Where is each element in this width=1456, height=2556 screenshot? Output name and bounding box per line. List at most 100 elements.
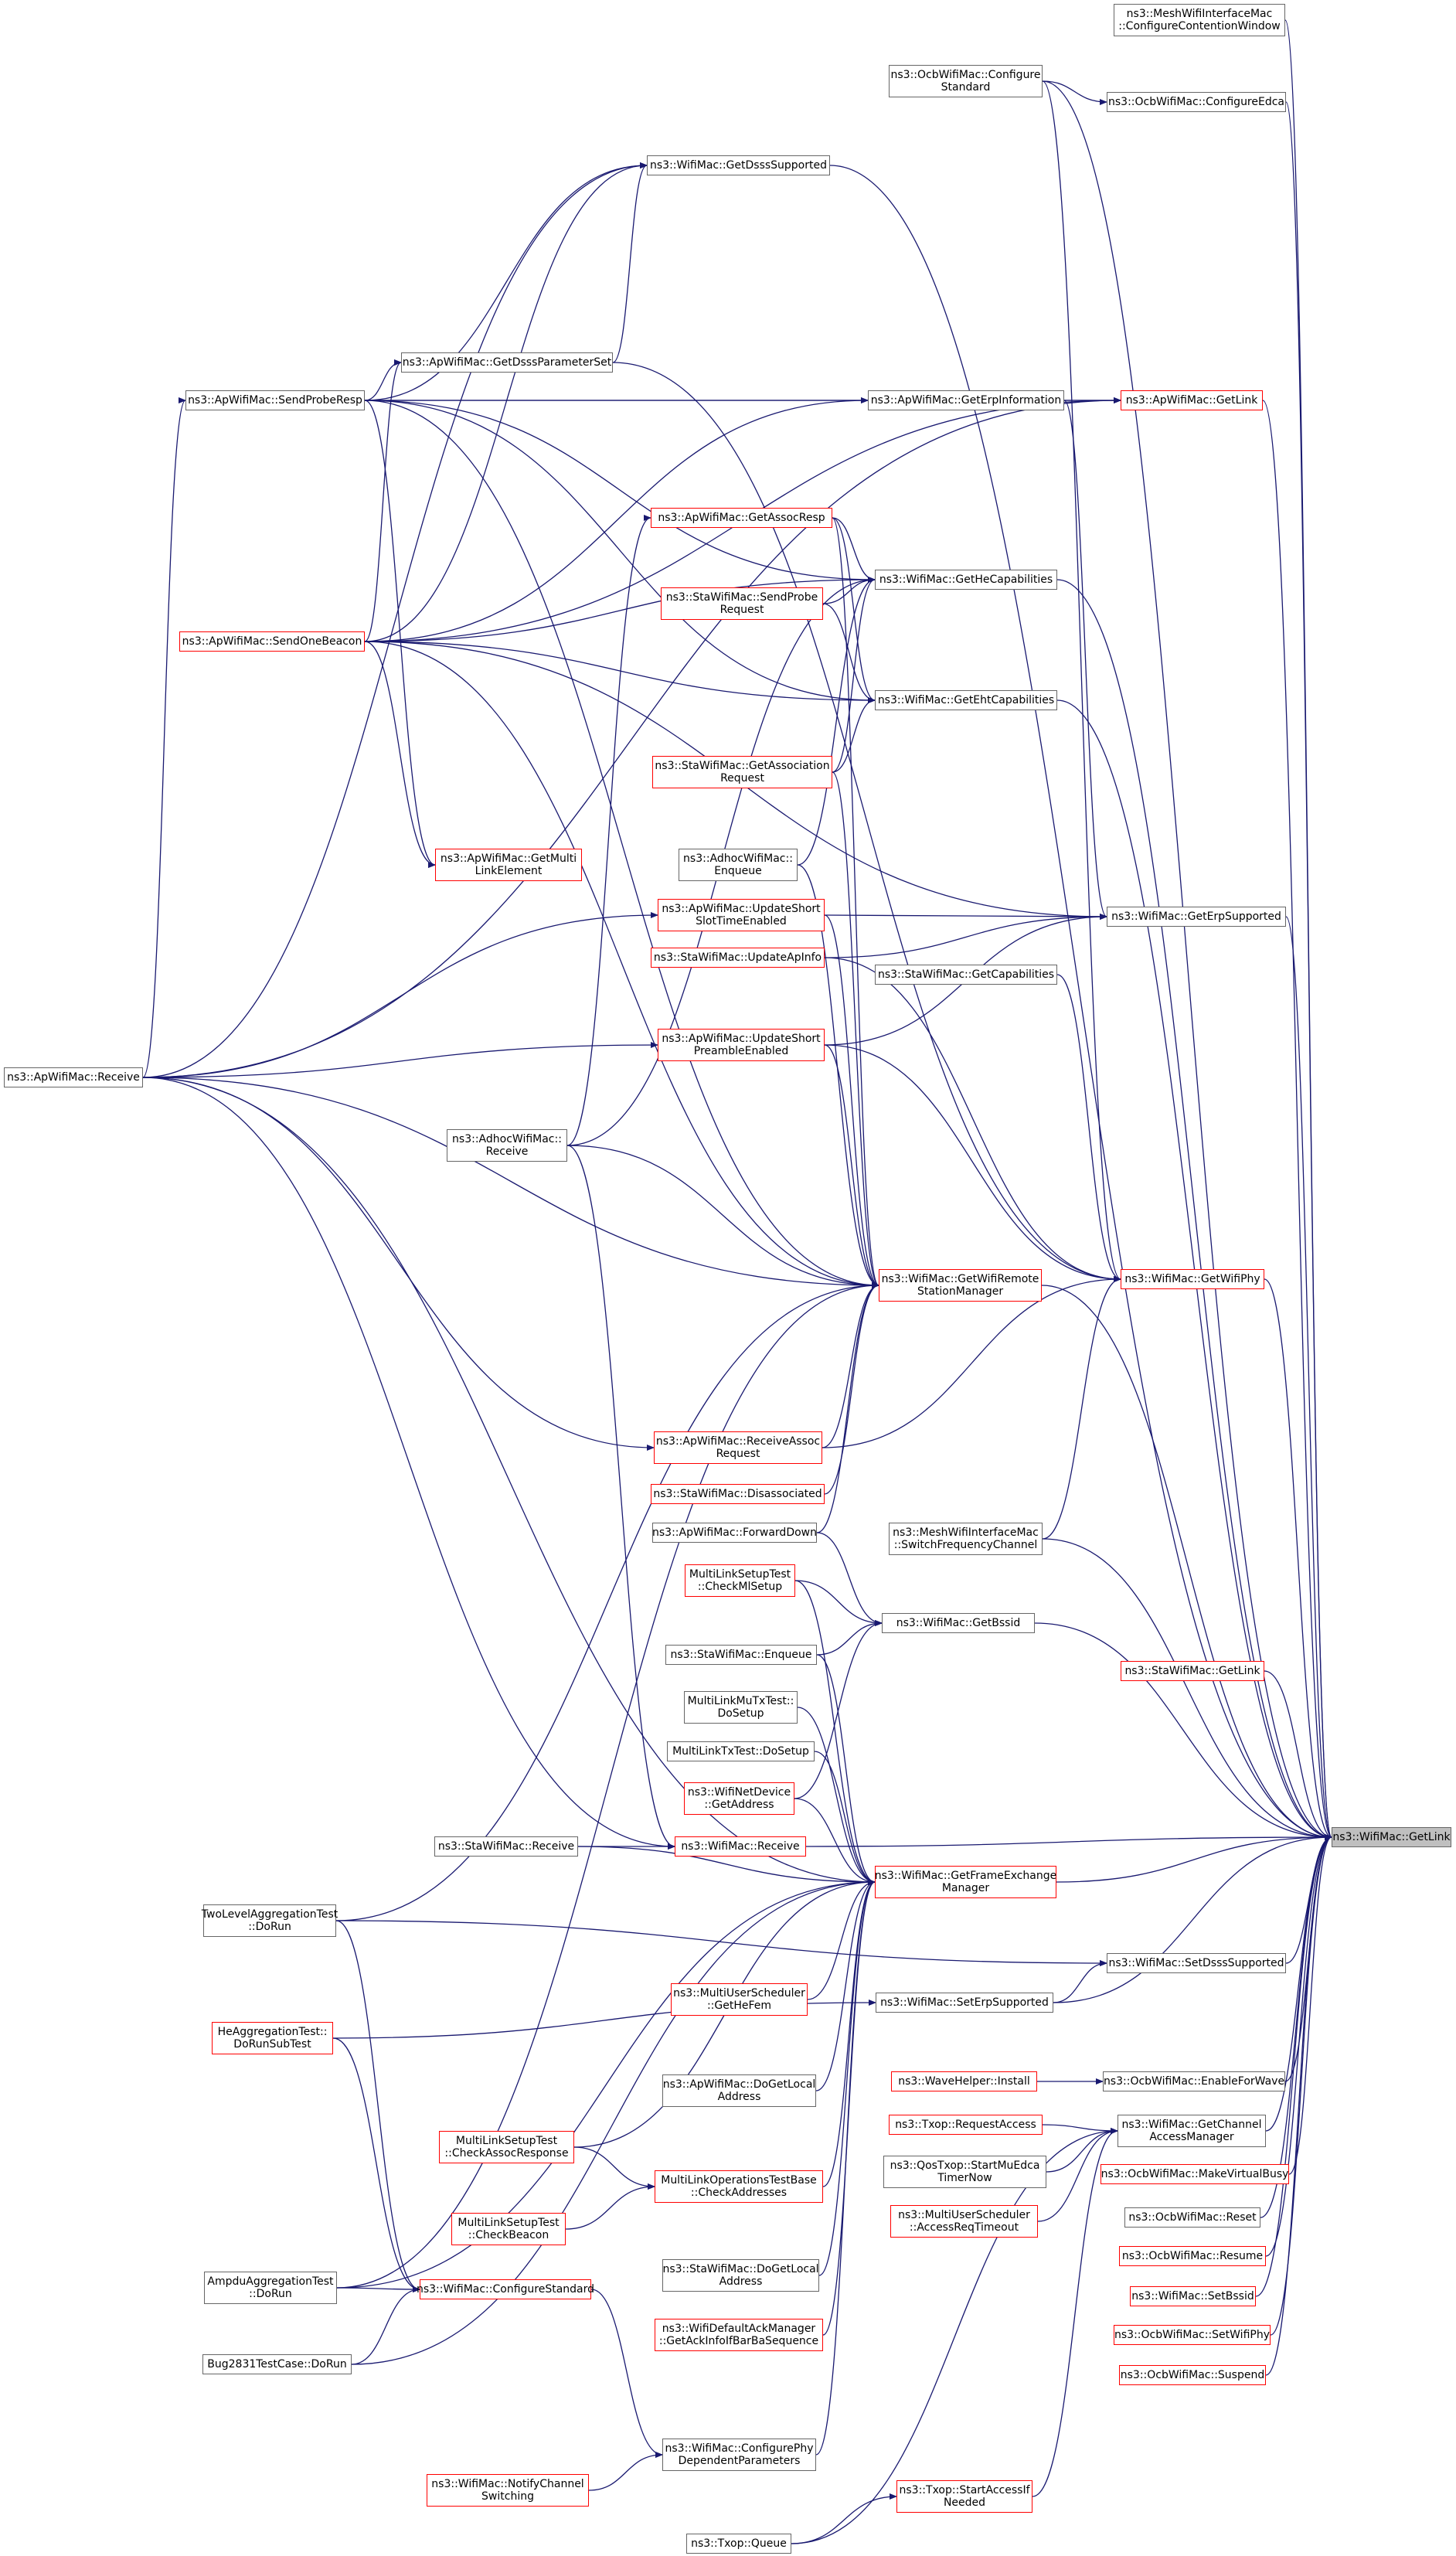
node-label: ns3::WifiMac::ConfigureStandard [416,2283,595,2296]
node-ns3-apwifimac-getmulti-linkelement[interactable]: ns3::ApWifiMac::GetMulti LinkElement [435,849,582,881]
edge-apsendbeacon-to-geteht [364,641,876,703]
node-ns3-qostxop-startmuedca-timernow[interactable]: ns3::QosTxop::StartMuEdca TimerNow [883,2156,1046,2188]
edge-apupdpre-to-getrsm [824,1044,879,1288]
node-ns3-wifimac-setdssssupported[interactable]: ns3::WifiMac::SetDsssSupported [1107,1953,1286,1973]
node-ns3-wifimac-getwifiremote-stationmanager[interactable]: ns3::WifiMac::GetWifiRemote StationManag… [879,1269,1042,1302]
node-ns3-apwifimac-getlink[interactable]: ns3::ApWifiMac::GetLink [1121,390,1263,410]
node-multilinksetuptest-checkbeacon[interactable]: MultiLinkSetupTest ::CheckBeacon [451,2213,566,2245]
node-ns3-wifinetdevice-getaddress[interactable]: ns3::WifiNetDevice ::GetAddress [684,1782,794,1815]
node-ns3-apwifimac-sendonebeacon[interactable]: ns3::ApWifiMac::SendOneBeacon [179,631,365,652]
edge-mlchkassoc-to-mlopschk [573,2146,655,2190]
node-ns3-stawifimac-dogetlocal-address[interactable]: ns3::StaWifiMac::DoGetLocal Address [662,2259,819,2292]
node-ns3-wifimac-geterpsupported[interactable]: ns3::WifiMac::GetErpSupported [1107,907,1286,927]
node-heaggregationtest-dorunsubtest[interactable]: HeAggregationTest:: DoRunSubTest [212,2022,333,2054]
node-multilinksetuptest-checkassocresponse[interactable]: MultiLinkSetupTest ::CheckAssocResponse [439,2131,574,2163]
node-ns3-wifimac-setbssid[interactable]: ns3::WifiMac::SetBssid [1130,2286,1256,2306]
node-ns3-txop-requestaccess[interactable]: ns3::Txop::RequestAccess [889,2115,1043,2135]
node-ns3-stawifimac-updateapinfo[interactable]: ns3::StaWifiMac::UpdateApInfo [651,948,825,968]
node-ns3-multiuserscheduler-gethefem[interactable]: ns3::MultiUserScheduler ::GetHeFem [671,1983,808,2016]
node-ns3-wifimac-seterpsupported[interactable]: ns3::WifiMac::SetErpSupported [876,1993,1053,2013]
node-ns3-apwifimac-updateshort-preambleenabled[interactable]: ns3::ApWifiMac::UpdateShort PreambleEnab… [658,1029,825,1061]
node-ns3-wifimac-gethecapabilities[interactable]: ns3::WifiMac::GetHeCapabilities [875,570,1057,590]
edge-mlopschk-to-getfem [822,1879,876,2187]
node-label: ns3::ApWifiMac::DoGetLocal Address [662,2078,816,2103]
node-ns3-wifidefaultackmanager-getackinfoifbarbasequence[interactable]: ns3::WifiDefaultAckManager ::GetAckInfoI… [655,2319,823,2351]
edge-txopreq-to-getcam [1042,2124,1118,2134]
edge-apdogetlocal-to-getfem [815,1879,876,2091]
node-ns3-apwifimac-updateshort-slottimeenabled[interactable]: ns3::ApWifiMac::UpdateShort SlotTimeEnab… [658,899,825,931]
node-ns3-wifimac-getframeexchange-manager[interactable]: ns3::WifiMac::GetFrameExchange Manager [875,1866,1056,1898]
node-label: ns3::WifiMac::SetErpSupported [880,1996,1049,2009]
node-twolevelaggregationtest-dorun[interactable]: TwoLevelAggregationTest ::DoRun [202,1904,338,1937]
node-multilinkmutxtest-dosetup[interactable]: MultiLinkMuTxTest:: DoSetup [684,1691,798,1724]
node-ns3-apwifimac-dogetlocal-address[interactable]: ns3::ApWifiMac::DoGetLocal Address [662,2074,816,2107]
edge-apgetdsssps-to-getwifiphy [612,362,1121,1282]
edge-meshswitch-to-getwifiphy [1042,1276,1121,1540]
node-ns3-wifimac-getlink[interactable]: ns3::WifiMac::GetLink [1332,1827,1451,1847]
node-ampduaggregationtest-dorun[interactable]: AmpduAggregationTest ::DoRun [204,2272,337,2304]
node-ns3-wifimac-getbssid[interactable]: ns3::WifiMac::GetBssid [882,1613,1035,1633]
node-ns3-apwifimac-receive[interactable]: ns3::ApWifiMac::Receive [4,1067,143,1087]
node-ns3-stawifimac-disassociated[interactable]: ns3::StaWifiMac::Disassociated [651,1484,825,1504]
node-ns3-ocbwifimac-configureedca[interactable]: ns3::OcbWifiMac::ConfigureEdca [1107,92,1286,112]
edge-apfwddown-to-getbssid [816,1532,883,1626]
edge-meshswitch-to-getlink [1042,1538,1332,1840]
node-ns3-wifimac-configurephy-dependentparameters[interactable]: ns3::WifiMac::ConfigurePhy DependentPara… [662,2439,816,2471]
node-label: ns3::OcbWifiMac::Reset [1128,2211,1257,2224]
node-ns3-stawifimac-getlink[interactable]: ns3::StaWifiMac::GetLink [1121,1661,1264,1681]
node-label: ns3::MultiUserScheduler ::AccessReqTimeo… [898,2209,1030,2234]
node-ns3-meshwifiinterfacemac-configurecontentionwindow[interactable]: ns3::MeshWifiInterfaceMac ::ConfigureCon… [1114,4,1285,36]
node-ns3-ocbwifimac-enableforwave[interactable]: ns3::OcbWifiMac::EnableForWave [1103,2071,1285,2091]
node-label: MultiLinkMuTxTest:: DoSetup [687,1695,794,1720]
node-ns3-adhocwifimac-enqueue[interactable]: ns3::AdhocWifiMac:: Enqueue [679,849,798,881]
node-ns3-ocbwifimac-configure-standard[interactable]: ns3::OcbWifiMac::Configure Standard [889,65,1043,97]
edge-musgethefem-to-getfem [807,1879,876,2000]
node-ns3-txop-queue[interactable]: ns3::Txop::Queue [686,2534,791,2554]
edge-twolevel-to-cfgstd [335,1920,420,2292]
node-ns3-apwifimac-getassocresp[interactable]: ns3::ApWifiMac::GetAssocResp [651,508,832,528]
node-label: ns3::ApWifiMac::ReceiveAssoc Request [655,1435,821,1460]
edge-ampdu-to-getrsm [336,1282,879,2289]
node-ns3-ocbwifimac-setwifiphy[interactable]: ns3::OcbWifiMac::SetWifiPhy [1114,2325,1271,2345]
node-ns3-ocbwifimac-reset[interactable]: ns3::OcbWifiMac::Reset [1124,2207,1260,2228]
node-ns3-stawifimac-enqueue[interactable]: ns3::StaWifiMac::Enqueue [665,1645,817,1665]
edge-apreceive-to-wifireceive [142,1077,675,1850]
node-ns3-stawifimac-receive[interactable]: ns3::StaWifiMac::Receive [434,1836,578,1857]
node-ns3-apwifimac-sendproberesp[interactable]: ns3::ApWifiMac::SendProbeResp [185,390,365,410]
node-ns3-txop-startaccessif-needed[interactable]: ns3::Txop::StartAccessIf Needed [896,2480,1032,2513]
node-ns3-wifimac-configurestandard[interactable]: ns3::WifiMac::ConfigureStandard [416,2279,595,2299]
node-ns3-meshwifiinterfacemac-switchfrequencychannel[interactable]: ns3::MeshWifiInterfaceMac ::SwitchFreque… [889,1523,1043,1555]
node-ns3-ocbwifimac-suspend[interactable]: ns3::OcbWifiMac::Suspend [1119,2365,1266,2385]
node-ns3-ocbwifimac-resume[interactable]: ns3::OcbWifiMac::Resume [1119,2246,1266,2266]
node-ns3-apwifimac-receiveassoc-request[interactable]: ns3::ApWifiMac::ReceiveAssoc Request [654,1431,822,1464]
node-ns3-wifimac-receive[interactable]: ns3::WifiMac::Receive [675,1836,806,1857]
node-ns3-wifimac-getdssssupported[interactable]: ns3::WifiMac::GetDsssSupported [647,155,830,175]
node-ns3-stawifimac-getassociation-request[interactable]: ns3::StaWifiMac::GetAssociation Request [652,756,832,788]
edge-twolevel-to-getrsm [335,1282,879,1921]
node-multilinktxtest-dosetup[interactable]: MultiLinkTxTest::DoSetup [667,1741,815,1761]
node-ns3-adhocwifimac-receive[interactable]: ns3::AdhocWifiMac:: Receive [447,1129,567,1162]
node-ns3-apwifimac-getdsssparameterset[interactable]: ns3::ApWifiMac::GetDsssParameterSet [401,352,613,373]
node-multilinksetuptest-checkmlsetup[interactable]: MultiLinkSetupTest ::CheckMlSetup [685,1564,795,1597]
edge-ocbcfgstd-to-getwifiphy [1042,80,1121,1282]
node-multilinkoperationstestbase-checkaddresses[interactable]: MultiLinkOperationsTestBase ::CheckAddre… [655,2170,823,2203]
node-ns3-stawifimac-getcapabilities[interactable]: ns3::StaWifiMac::GetCapabilities [875,965,1057,985]
edge-apsendprobe-to-apgetmulti [364,400,436,868]
node-label: ns3::WifiMac::Receive [681,1840,800,1853]
node-ns3-multiuserscheduler-accessreqtimeout[interactable]: ns3::MultiUserScheduler ::AccessReqTimeo… [890,2205,1038,2238]
node-ns3-wifimac-getehtcapabilities[interactable]: ns3::WifiMac::GetEhtCapabilities [875,690,1057,710]
node-ns3-apwifimac-forwarddown[interactable]: ns3::ApWifiMac::ForwardDown [652,1523,817,1543]
node-label: ns3::WifiMac::SetBssid [1131,2290,1254,2302]
node-bug2831testcase-dorun[interactable]: Bug2831TestCase::DoRun [202,2354,352,2374]
node-ns3-wifimac-notifychannel-switching[interactable]: ns3::WifiMac::NotifyChannel Switching [427,2474,589,2507]
node-ns3-wifimac-getwifiphy[interactable]: ns3::WifiMac::GetWifiPhy [1121,1269,1264,1289]
edge-apgetassoc-to-getrsm [832,517,879,1288]
node-ns3-ocbwifimac-makevirtualbusy[interactable]: ns3::OcbWifiMac::MakeVirtualBusy [1101,2164,1289,2184]
node-ns3-wavehelper-install[interactable]: ns3::WaveHelper::Install [891,2071,1037,2091]
node-ns3-apwifimac-geterpinformation[interactable]: ns3::ApWifiMac::GetErpInformation [868,390,1064,410]
node-label: ns3::ApWifiMac::GetDsssParameterSet [402,356,612,369]
edge-cfgphydep-to-getfem [815,1879,876,2456]
node-ns3-wifimac-getchannel-accessmanager[interactable]: ns3::WifiMac::GetChannel AccessManager [1118,2115,1266,2147]
edge-netdevaddr-to-getfem [794,1798,876,1885]
node-ns3-stawifimac-sendprobe-request[interactable]: ns3::StaWifiMac::SendProbe Request [661,587,823,620]
